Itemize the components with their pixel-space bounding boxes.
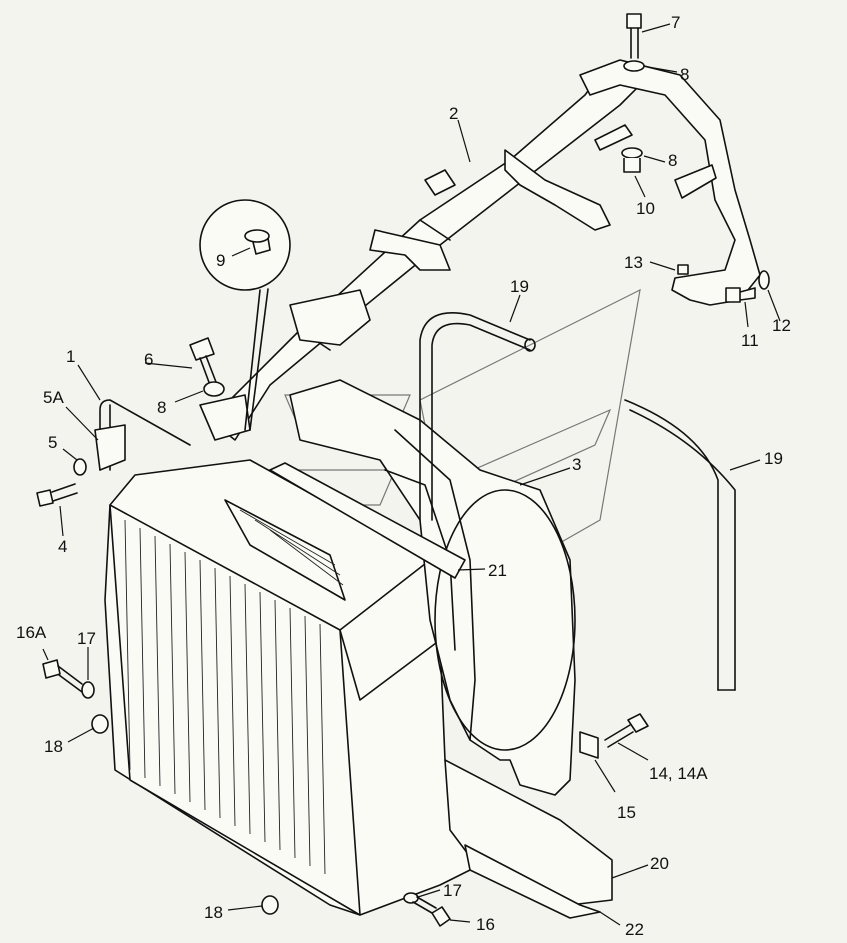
label-19-right: 19 bbox=[764, 449, 783, 468]
label-7: 7 bbox=[671, 13, 680, 32]
label-22: 22 bbox=[625, 920, 644, 939]
label-4: 4 bbox=[58, 537, 67, 556]
label-1: 1 bbox=[66, 347, 75, 366]
callout-labels: 7 8 2 8 10 13 11 12 19 19 3 21 9 1 5A 5 … bbox=[16, 13, 791, 939]
lower-duct-part-20 bbox=[444, 759, 613, 919]
label-15: 15 bbox=[617, 803, 636, 822]
label-8-top: 8 bbox=[680, 65, 689, 84]
label-19-top: 19 bbox=[510, 277, 529, 296]
seal-strip-part-19-a bbox=[419, 311, 536, 521]
foam-strip-part-21 bbox=[269, 462, 466, 579]
label-17-left: 17 bbox=[77, 629, 96, 648]
label-17-bottom: 17 bbox=[443, 881, 462, 900]
label-13: 13 bbox=[624, 253, 643, 272]
upper-frame-part-2 bbox=[199, 59, 761, 441]
label-5A: 5A bbox=[43, 388, 64, 407]
label-6: 6 bbox=[144, 350, 153, 369]
label-5: 5 bbox=[48, 433, 57, 452]
bracket-part-1 bbox=[94, 399, 191, 471]
label-18-left: 18 bbox=[44, 737, 63, 756]
label-12: 12 bbox=[772, 316, 791, 335]
label-8-left: 8 bbox=[157, 398, 166, 417]
label-20: 20 bbox=[650, 854, 669, 873]
radiator-assembly bbox=[104, 459, 471, 916]
leader-lines bbox=[42, 23, 781, 926]
label-9: 9 bbox=[216, 251, 225, 270]
label-3: 3 bbox=[572, 455, 581, 474]
seal-strip-part-19-b bbox=[624, 399, 736, 691]
label-14-14A: 14, 14A bbox=[649, 764, 708, 783]
label-2: 2 bbox=[449, 104, 458, 123]
label-11: 11 bbox=[741, 331, 759, 350]
label-16: 16 bbox=[476, 915, 495, 934]
label-21: 21 bbox=[488, 561, 507, 580]
hardware-fasteners bbox=[36, 13, 770, 927]
label-16A: 16A bbox=[16, 623, 47, 642]
label-8-mid: 8 bbox=[668, 151, 677, 170]
label-18-bottom: 18 bbox=[204, 903, 223, 922]
label-10: 10 bbox=[636, 199, 655, 218]
